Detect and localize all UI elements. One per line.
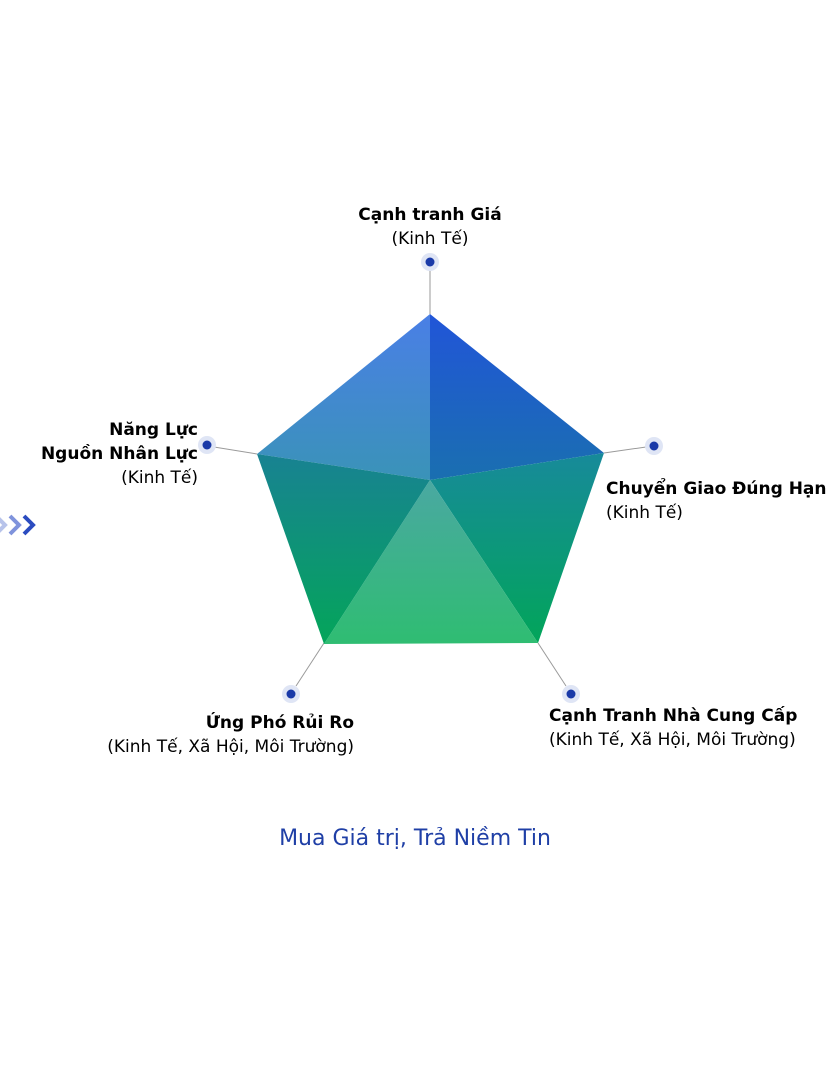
label-subtitle: (Kinh Tế) (391, 229, 469, 249)
segment-supplier (324, 480, 538, 644)
chevrons-decoration (0, 514, 36, 536)
chevron-right-icon (8, 514, 22, 536)
caption: Mua Giá trị, Trả Niềm Tin (279, 826, 551, 851)
label-title: Cạnh tranh Giá (358, 205, 502, 225)
label-title: Cạnh Tranh Nhà Cung Cấp (549, 706, 798, 726)
label-supplier: Cạnh Tranh Nhà Cung Cấp (Kinh Tế, Xã Hội… (549, 704, 797, 752)
label-title-line1: Năng Lực (109, 420, 198, 440)
label-title: Chuyển Giao Đúng Hạn (606, 479, 827, 499)
label-subtitle: (Kinh Tế) (121, 468, 198, 488)
segment-price-right (430, 314, 604, 480)
connector-line (295, 642, 325, 687)
label-risk: Ứng Phó Rủi Ro (Kinh Tế, Xã Hội, Môi Trư… (60, 711, 354, 759)
axis-dot (566, 689, 576, 699)
label-subtitle: (Kinh Tế, Xã Hội, Môi Trường) (107, 737, 354, 757)
chevron-right-icon (22, 514, 36, 536)
connector-line (603, 446, 647, 454)
label-subtitle: (Kinh Tế, Xã Hội, Môi Trường) (549, 730, 796, 750)
connector-line (213, 446, 258, 455)
label-delivery: Chuyển Giao Đúng Hạn (Kinh Tế) (606, 477, 827, 525)
segment-risk (257, 454, 430, 644)
segment-delivery (430, 453, 604, 643)
axis-dot (425, 257, 435, 267)
connector-line (537, 642, 567, 687)
axis-dot (649, 441, 659, 451)
segment-price-left (257, 314, 430, 480)
label-title: Ứng Phó Rủi Ro (205, 713, 354, 733)
chevron-right-icon (0, 517, 8, 533)
label-hr: Năng Lực Nguồn Nhân Lực (Kinh Tế) (20, 418, 198, 490)
label-title-line2: Nguồn Nhân Lực (40, 444, 198, 464)
axis-dot (202, 440, 212, 450)
label-price: Cạnh tranh Giá (Kinh Tế) (330, 203, 530, 251)
label-subtitle: (Kinh Tế) (606, 503, 683, 523)
axis-dot (286, 689, 296, 699)
